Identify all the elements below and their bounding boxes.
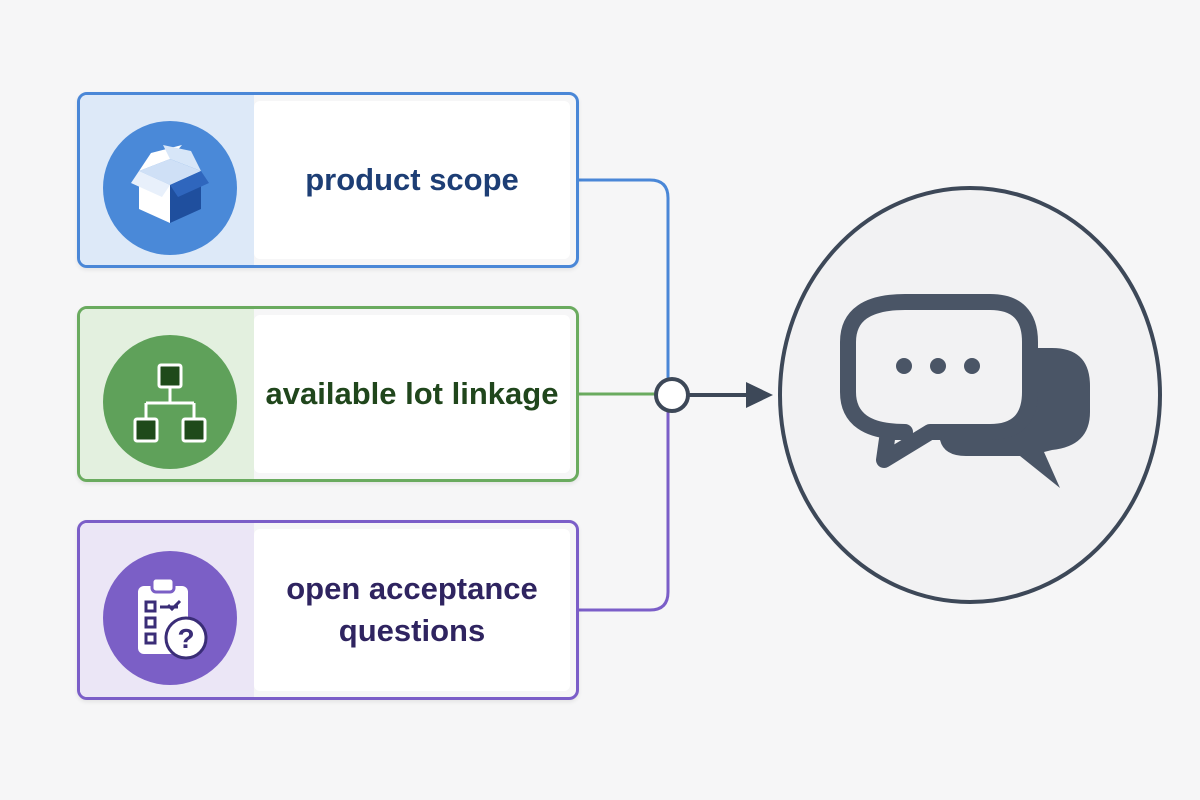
icon-badge	[103, 335, 237, 469]
junction-node	[654, 377, 690, 413]
output-arrow-head	[746, 382, 773, 408]
output-node	[778, 186, 1162, 604]
card-label-panel: open acceptance questions	[254, 529, 570, 691]
icon-badge	[103, 121, 237, 255]
input-label: available lot linkage	[265, 376, 559, 411]
open-box-icon	[131, 145, 209, 223]
clipboard-question-icon: ?	[138, 576, 208, 660]
card-label-panel: product scope	[254, 101, 570, 259]
connector-acceptance-questions	[579, 412, 670, 612]
card-icon-area: ?	[80, 523, 254, 697]
input-card-acceptance-questions: ? open acceptance questions	[77, 520, 579, 700]
card-icon-area	[80, 95, 254, 265]
svg-text:?: ?	[177, 623, 194, 654]
hierarchy-icon	[133, 363, 207, 443]
connector-product-scope	[579, 178, 670, 396]
input-label: product scope	[305, 162, 519, 197]
card-icon-area	[80, 309, 254, 479]
input-card-lot-linkage: available lot linkage	[77, 306, 579, 482]
card-label-panel: available lot linkage	[254, 315, 570, 473]
input-label: open acceptance questions	[286, 571, 538, 648]
chat-bubbles-icon	[840, 294, 1090, 488]
icon-badge: ?	[103, 551, 237, 685]
input-card-product-scope: product scope	[77, 92, 579, 268]
